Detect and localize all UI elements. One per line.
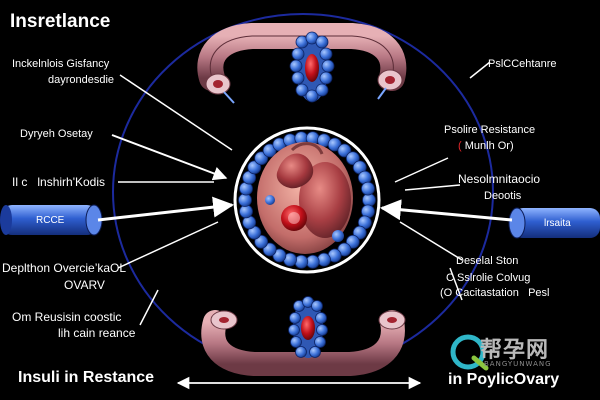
label-right-lower-1: Deselal Ston xyxy=(456,255,519,267)
watermark-english: BANGYUNWANG xyxy=(484,360,552,368)
follicle-bead xyxy=(294,254,309,269)
follicle-bead xyxy=(238,193,252,207)
follicle-bead xyxy=(291,47,305,61)
label-top-left-2: dayrondesdie xyxy=(48,74,115,86)
ovary-cross-section xyxy=(233,126,381,274)
label-left-lower-1: Deplthon Overcie’kaOL xyxy=(2,261,127,275)
follicle-bead xyxy=(311,300,323,312)
follicle-bead xyxy=(315,83,329,97)
bottom-title-right: in PoylicOvary xyxy=(448,371,560,388)
follicle-bead xyxy=(291,71,305,85)
follicle-bead xyxy=(295,346,307,358)
capsule-left xyxy=(0,204,103,236)
follicle-cluster-top xyxy=(289,31,335,103)
follicle-bead xyxy=(361,181,375,196)
follicle-bead xyxy=(319,71,333,85)
follicle-bead xyxy=(289,59,303,73)
label-right-lower-2: C Sslrolie Colvug xyxy=(446,272,531,284)
page-title: Insretlance xyxy=(10,11,111,32)
arrows xyxy=(97,61,513,390)
bottom-title-left: Insuli in Restance xyxy=(18,369,155,386)
follicle-bead xyxy=(239,204,253,219)
watermark-chinese: 帮孕网 xyxy=(480,338,550,363)
follicle-bead xyxy=(315,35,329,49)
label-right-2a: Nesolmnitaocio xyxy=(458,172,541,186)
capsule-right-label: lrsaita xyxy=(544,218,571,229)
follicle-bead xyxy=(321,59,335,73)
label-right-1a: Psolire Resistance xyxy=(444,124,536,136)
follicle-bead xyxy=(289,312,301,324)
label-right-2b: Deootis xyxy=(484,190,522,202)
follicle-bead xyxy=(316,324,328,336)
label-right-lower-3: (O Cacitastation Pesl xyxy=(440,287,550,299)
follicle-bead xyxy=(290,336,302,348)
follicle-bead xyxy=(254,234,269,249)
watermark: 帮孕网 BANGYUNWANG xyxy=(448,332,580,380)
follicle-bead xyxy=(288,324,300,336)
follicle-bead xyxy=(352,225,367,240)
follicle-bead xyxy=(315,312,327,324)
follicle-bead xyxy=(309,346,321,358)
follicle-bead xyxy=(305,89,319,103)
follicle-bead xyxy=(317,252,331,267)
capsule-left-label: RCCE xyxy=(36,215,65,226)
follicle-bead xyxy=(314,336,326,348)
label-mid-left-2: Il c lnshirh'Kodis xyxy=(12,175,106,189)
follicle-bead xyxy=(345,151,360,166)
capsule-right xyxy=(508,207,600,239)
follicle-bead xyxy=(319,47,333,61)
follicle-bead xyxy=(247,160,262,175)
label-right-1b: ( Munlh Or) xyxy=(458,140,514,152)
follicle-cluster-bottom xyxy=(288,296,328,358)
watermark-q-logo xyxy=(450,334,489,371)
label-left-lower-2: OVARV xyxy=(64,278,105,292)
label-bottom-left-1: Om Reusisin coostic xyxy=(12,310,122,324)
fallopian-tube-bottom xyxy=(201,310,406,376)
label-top-left-1: Inckelnlois Gisfancy xyxy=(12,58,110,70)
label-top-right: PslCCehtanre xyxy=(488,58,557,70)
label-mid-left-1: Dyryeh Osetay xyxy=(20,128,93,140)
follicle-bead xyxy=(362,193,376,207)
follicle-bead xyxy=(295,83,309,97)
label-bottom-left-2: lih cain reance xyxy=(58,326,136,340)
